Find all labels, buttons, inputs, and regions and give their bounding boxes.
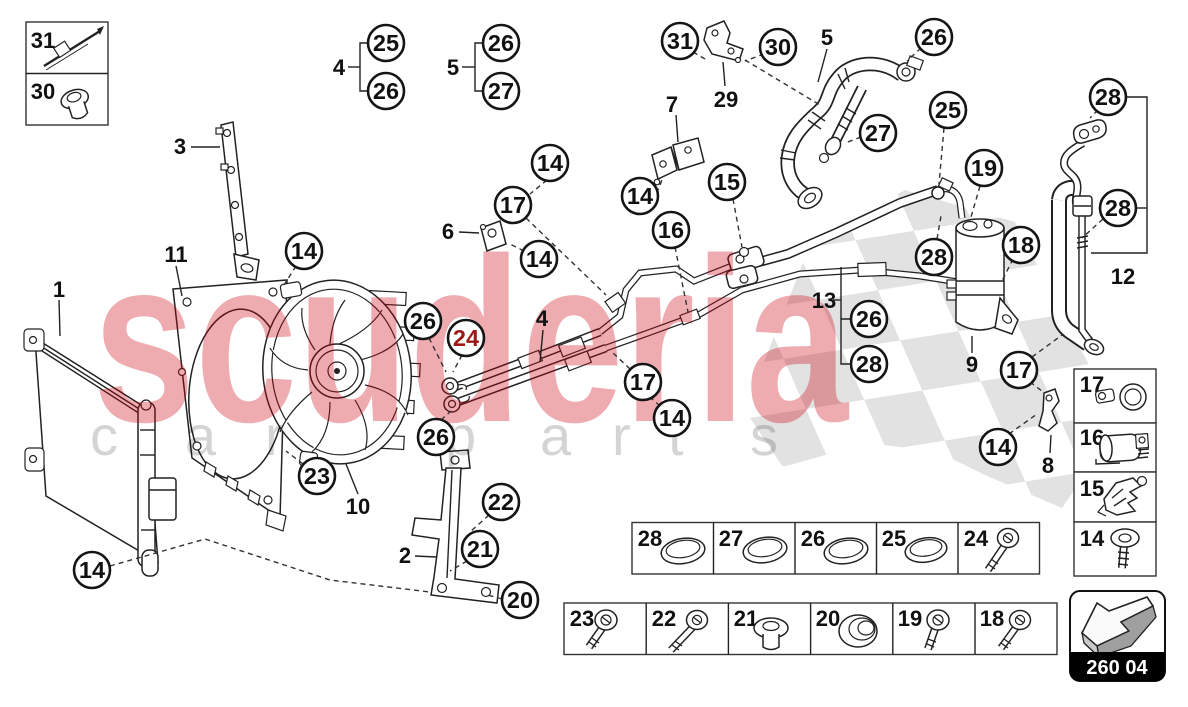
svg-text:14: 14 xyxy=(537,150,563,176)
svg-text:18: 18 xyxy=(1008,232,1034,258)
svg-text:21: 21 xyxy=(467,536,493,562)
svg-text:26: 26 xyxy=(856,306,882,332)
svg-text:14: 14 xyxy=(1080,526,1105,551)
svg-text:14: 14 xyxy=(985,434,1011,460)
svg-text:5: 5 xyxy=(447,55,459,80)
svg-text:c: c xyxy=(90,404,118,467)
svg-text:260 04: 260 04 xyxy=(1086,657,1148,679)
svg-text:28: 28 xyxy=(921,244,947,270)
svg-text:31: 31 xyxy=(31,28,55,53)
svg-text:20: 20 xyxy=(816,606,840,631)
svg-text:30: 30 xyxy=(31,79,55,104)
svg-text:r: r xyxy=(265,404,284,467)
svg-text:6: 6 xyxy=(442,219,454,244)
svg-text:24: 24 xyxy=(453,325,479,351)
svg-text:27: 27 xyxy=(488,78,514,104)
svg-text:9: 9 xyxy=(966,352,978,377)
svg-text:29: 29 xyxy=(714,87,738,112)
svg-text:7: 7 xyxy=(666,92,678,117)
svg-text:14: 14 xyxy=(526,246,552,272)
svg-text:4: 4 xyxy=(536,306,549,331)
svg-text:14: 14 xyxy=(291,238,317,264)
svg-text:30: 30 xyxy=(765,34,791,60)
svg-text:25: 25 xyxy=(373,30,399,56)
svg-text:26: 26 xyxy=(373,78,399,104)
svg-text:14: 14 xyxy=(627,183,653,209)
svg-text:14: 14 xyxy=(659,405,685,431)
svg-text:10: 10 xyxy=(346,494,370,519)
svg-text:8: 8 xyxy=(1042,453,1054,478)
svg-text:25: 25 xyxy=(882,526,906,551)
svg-text:28: 28 xyxy=(1105,195,1131,221)
svg-text:16: 16 xyxy=(658,217,684,243)
svg-text:25: 25 xyxy=(935,97,961,123)
svg-text:17: 17 xyxy=(630,369,656,395)
svg-text:13: 13 xyxy=(812,288,836,313)
svg-text:2: 2 xyxy=(399,543,411,568)
svg-text:22: 22 xyxy=(488,489,514,515)
svg-text:27: 27 xyxy=(719,526,743,551)
svg-text:24: 24 xyxy=(964,526,989,551)
svg-text:28: 28 xyxy=(1095,84,1121,110)
svg-text:12: 12 xyxy=(1111,264,1135,289)
svg-text:3: 3 xyxy=(174,134,186,159)
svg-text:17: 17 xyxy=(500,192,526,218)
svg-text:26: 26 xyxy=(801,526,825,551)
svg-text:22: 22 xyxy=(652,606,676,631)
svg-text:31: 31 xyxy=(667,28,693,54)
svg-text:28: 28 xyxy=(638,526,662,551)
svg-text:15: 15 xyxy=(714,169,740,195)
svg-text:19: 19 xyxy=(898,606,922,631)
svg-text:1: 1 xyxy=(53,277,65,302)
svg-text:28: 28 xyxy=(856,351,882,377)
svg-text:18: 18 xyxy=(980,606,1004,631)
svg-text:15: 15 xyxy=(1080,476,1104,501)
svg-text:19: 19 xyxy=(971,155,997,181)
svg-text:r: r xyxy=(612,404,631,467)
svg-text:a: a xyxy=(540,404,572,467)
svg-text:26: 26 xyxy=(921,24,947,50)
svg-text:14: 14 xyxy=(79,557,105,583)
svg-text:4: 4 xyxy=(333,55,346,80)
svg-text:26: 26 xyxy=(423,424,449,450)
svg-text:11: 11 xyxy=(164,242,187,267)
svg-text:27: 27 xyxy=(865,120,891,146)
svg-text:17: 17 xyxy=(1006,357,1032,383)
svg-text:a: a xyxy=(185,404,217,467)
svg-text:26: 26 xyxy=(488,30,514,56)
svg-text:23: 23 xyxy=(304,463,330,489)
svg-text:23: 23 xyxy=(570,606,594,631)
svg-text:20: 20 xyxy=(507,587,533,613)
svg-text:26: 26 xyxy=(410,308,436,334)
svg-text:s: s xyxy=(750,404,778,467)
svg-text:5: 5 xyxy=(821,25,833,50)
